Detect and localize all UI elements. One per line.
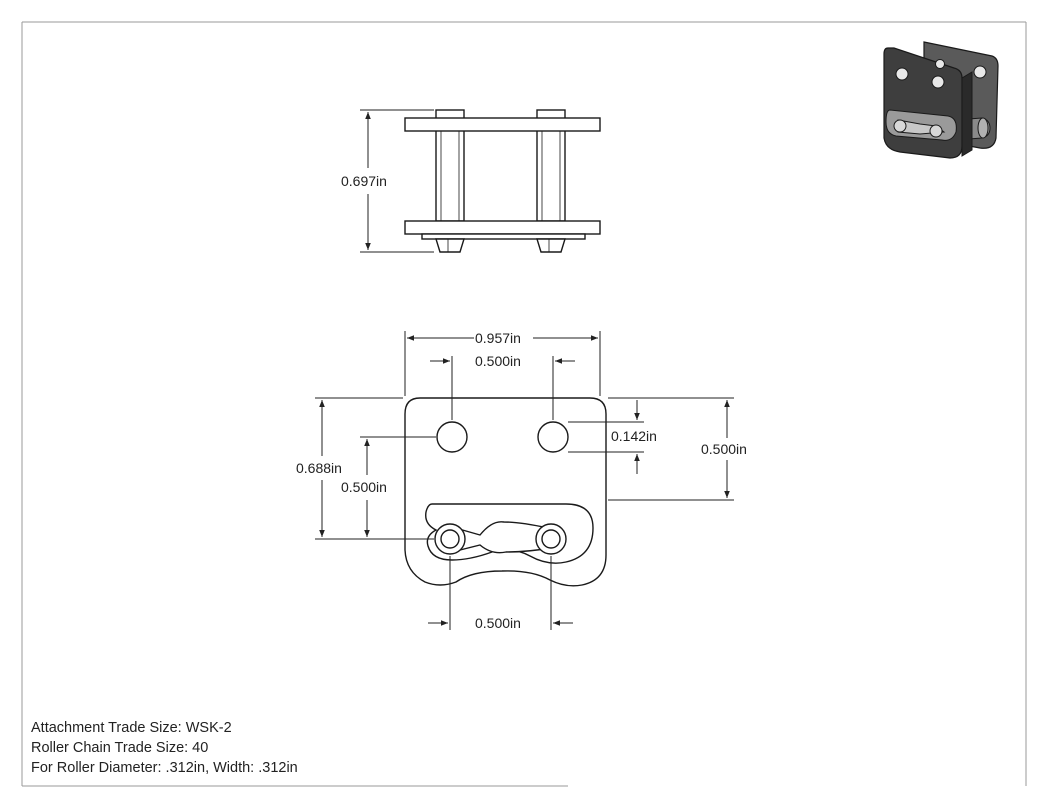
hole-to-pin-label: 0.500in xyxy=(341,479,387,495)
note-chain-size: Roller Chain Trade Size: 40 xyxy=(31,740,209,756)
pin-pitch-label: 0.500in xyxy=(475,615,521,631)
sheet-border xyxy=(21,21,1027,787)
iso-pin-left xyxy=(893,119,907,133)
note-roller-dimensions: For Roller Diameter: .312in, Width: .312… xyxy=(31,760,298,776)
side-height-label: 0.697in xyxy=(341,173,387,189)
front-view: 0.957in 0.500in 0.688in 0.500in 0.142in … xyxy=(296,330,747,631)
note-attachment-size: Attachment Trade Size: WSK-2 xyxy=(31,720,232,736)
iso-front-hole-right xyxy=(931,75,945,89)
front-hole-right xyxy=(537,421,569,453)
overall-height-label: 0.688in xyxy=(296,460,342,476)
hole-pitch-label: 0.500in xyxy=(475,353,521,369)
iso-front-hole-left xyxy=(895,67,909,81)
side-top-plate xyxy=(404,117,601,132)
side-pin-left xyxy=(435,129,465,222)
iso-back-hole xyxy=(973,65,987,79)
overall-width-label: 0.957in xyxy=(475,330,521,346)
side-view: 0.697in xyxy=(341,109,601,253)
front-hole-left xyxy=(436,421,468,453)
front-pin-right-inner xyxy=(541,529,561,549)
side-pin-end-right xyxy=(536,238,566,253)
iso-view xyxy=(883,41,999,159)
side-bottom-plate xyxy=(404,220,601,235)
iso-pin-right xyxy=(929,124,943,138)
side-pin-end-left xyxy=(435,238,465,253)
side-spring-clip xyxy=(421,233,586,240)
hole-diameter-label: 0.142in xyxy=(611,428,657,444)
notes-block: Attachment Trade Size: WSK-2 Roller Chai… xyxy=(31,718,571,778)
side-pin-right xyxy=(536,129,566,222)
front-pin-left-inner xyxy=(440,529,460,549)
edge-to-pin-label: 0.500in xyxy=(701,441,747,457)
